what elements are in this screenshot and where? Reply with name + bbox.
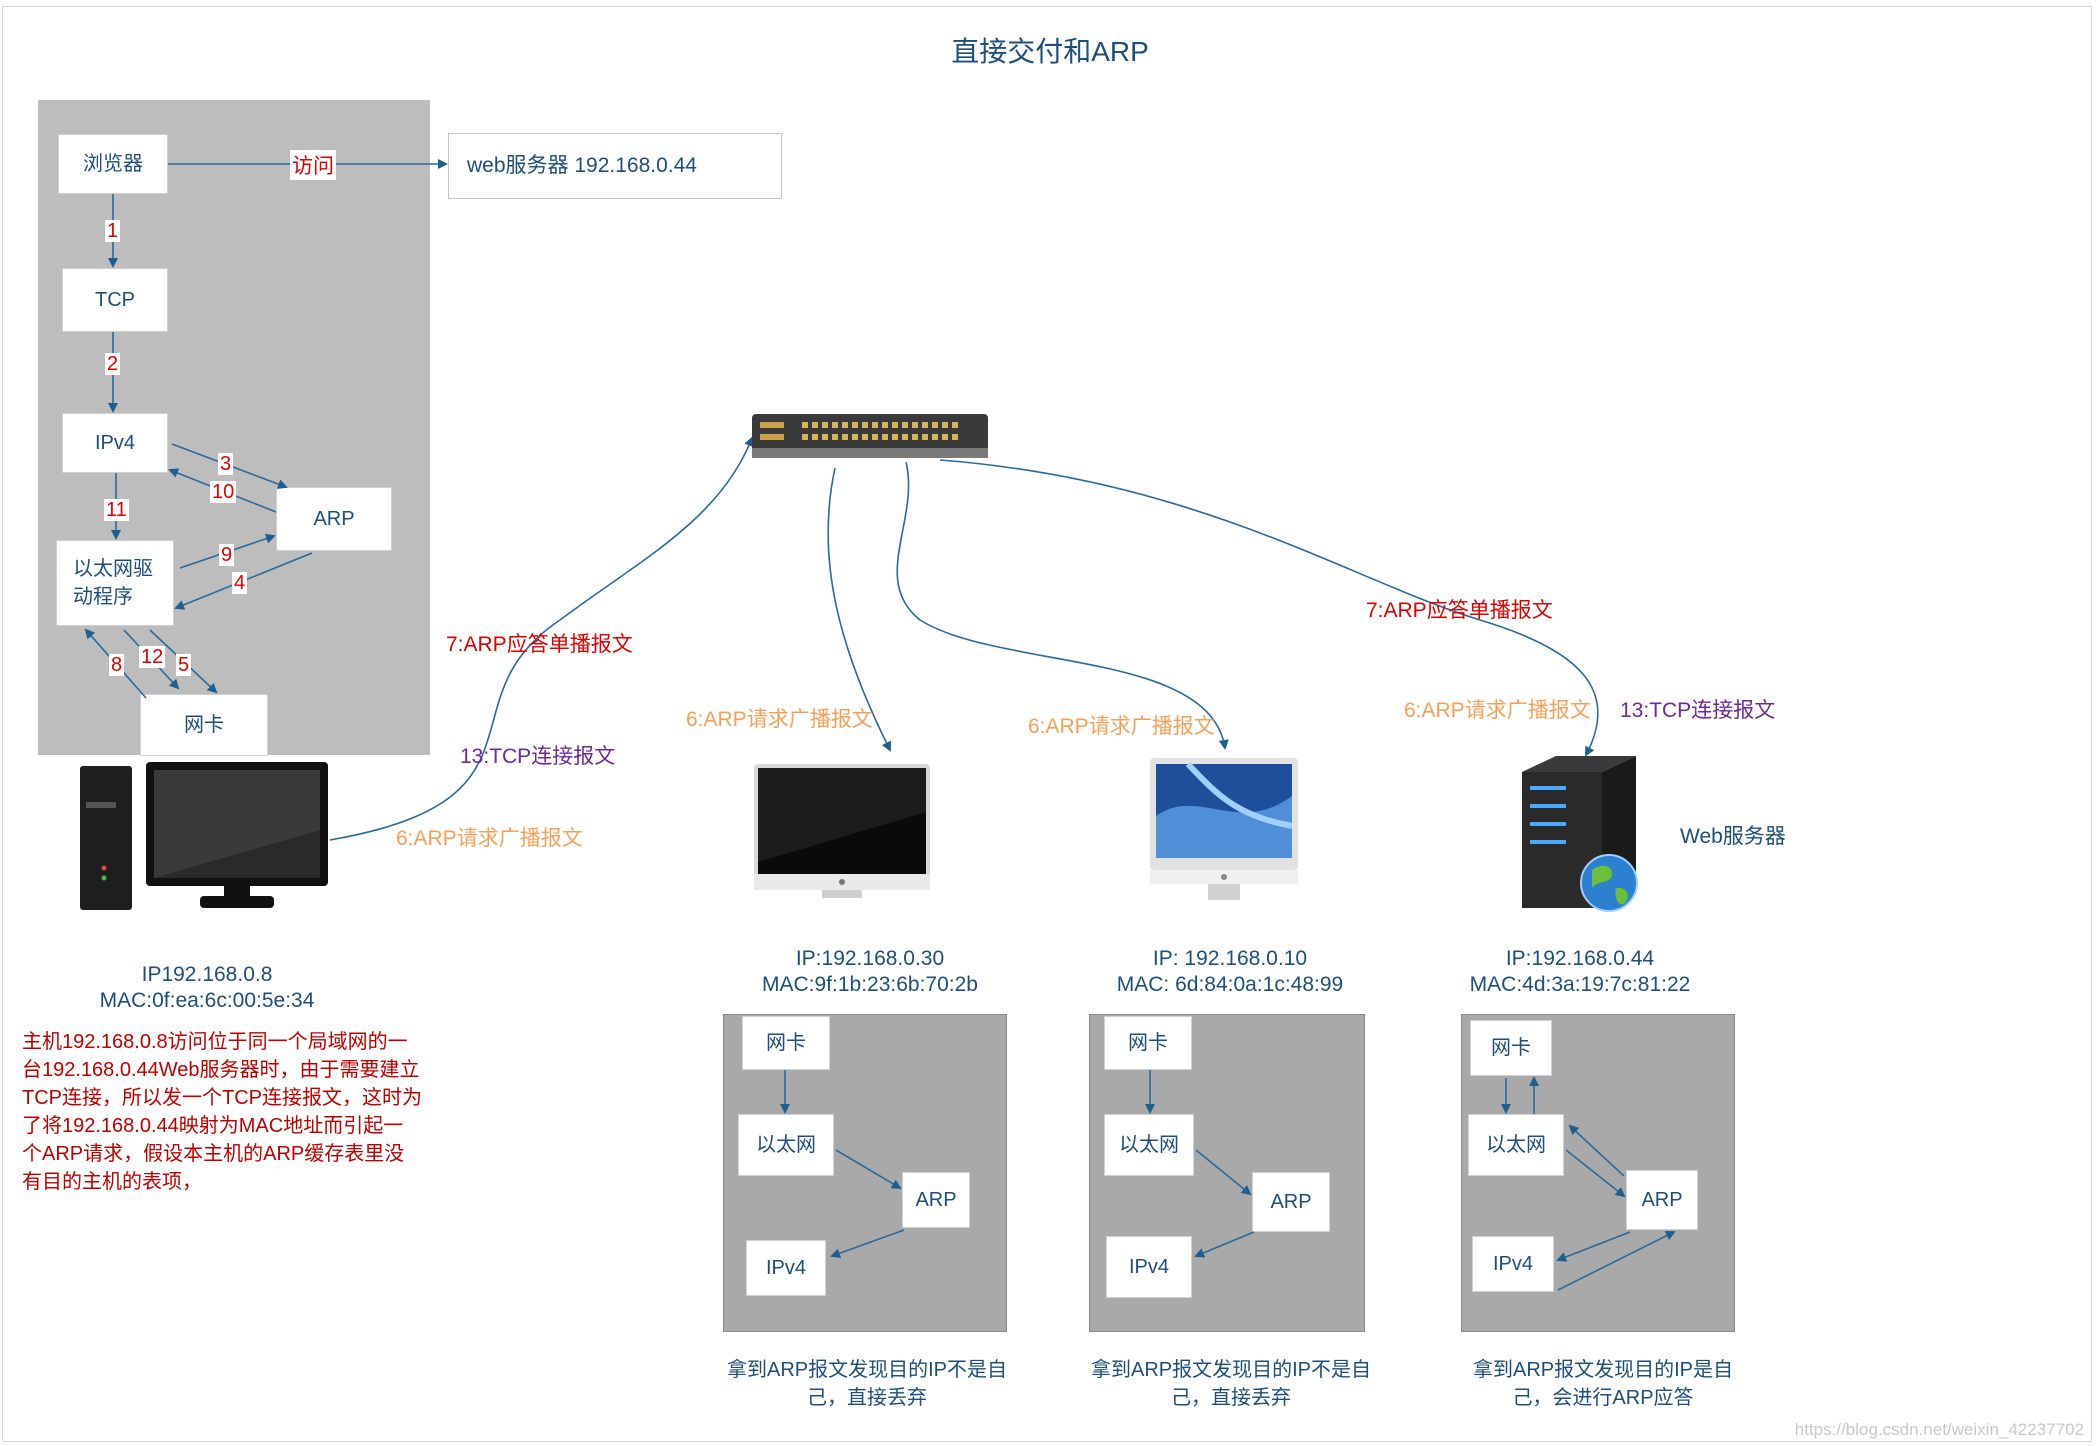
globe-icon — [1580, 854, 1638, 912]
step-10-label: 10 — [210, 481, 237, 503]
step-1-label: 1 — [105, 220, 121, 242]
step-12-label: 12 — [139, 646, 166, 668]
diagram-frame — [2, 6, 2092, 1442]
pc-to-switch-link — [329, 436, 754, 841]
switch-to-monitor-link — [896, 461, 1229, 750]
arp-reply-label-right: 7:ARP应答单播报文 — [1366, 599, 1553, 622]
host3-ip: IP: 192.168.0.10 — [1152, 947, 1308, 970]
arp-request-label-imac: 6:ARP请求广播报文 — [686, 708, 873, 731]
host2-eth-box: 以太网 — [738, 1114, 834, 1176]
ipv4-box: IPv4 — [62, 413, 168, 473]
switch-icon — [752, 414, 988, 458]
imac-blue-icon — [1150, 758, 1298, 900]
host2-ip: IP:192.168.0.30 — [795, 947, 945, 970]
step-8-label: 8 — [109, 654, 125, 676]
host3-arp-box: ARP — [1252, 1172, 1330, 1232]
host2-caption: 拿到ARP报文发现目的IP不是自己，直接丢弃 — [726, 1359, 1008, 1409]
host2-mac: MAC:9f:1b:23:6b:70:2b — [762, 973, 978, 996]
tcp-label-left: 13:TCP连接报文 — [460, 745, 616, 768]
host1-description: 主机192.168.0.8访问位于同一个局域网的一台192.168.0.44We… — [22, 1031, 422, 1193]
ethernet-driver-box: 以太网驱 动程序 — [56, 540, 174, 626]
host3-eth-box: 以太网 — [1104, 1114, 1194, 1176]
step-4-label: 4 — [232, 572, 248, 594]
host3-mac: MAC: 6d:84:0a:1c:48:99 — [1116, 973, 1344, 996]
host1-info: IP192.168.0.8 MAC:0f:ea:6c:00:5e:34 — [82, 962, 332, 1014]
step-11-label: 11 — [104, 499, 129, 521]
imac-icon — [754, 764, 930, 898]
host3-ipv4-box: IPv4 — [1106, 1236, 1192, 1298]
host2-info: IP:192.168.0.30 MAC:9f:1b:23:6b:70:2b — [730, 946, 1010, 998]
server-nic-box: 网卡 — [1470, 1020, 1552, 1076]
arp-request-label-monitor: 6:ARP请求广播报文 — [1028, 715, 1215, 738]
host2-arp-to-ipv4-arrow — [830, 1229, 905, 1258]
host2-ipv4-box: IPv4 — [746, 1240, 826, 1296]
host3-caption: 拿到ARP报文发现目的IP不是自己，直接丢弃 — [1090, 1359, 1372, 1409]
server-mac: MAC:4d:3a:19:7c:81:22 — [1469, 973, 1691, 996]
tcp-box: TCP — [62, 268, 168, 332]
server-arp-to-eth-arrow — [1568, 1124, 1625, 1177]
host3-eth-to-arp-arrow — [1195, 1149, 1252, 1196]
server-ipv4-box: IPv4 — [1472, 1236, 1554, 1292]
visit-label: 访问 — [290, 150, 336, 180]
host1-mac: MAC:0f:ea:6c:00:5e:34 — [99, 989, 315, 1012]
arp-request-label-server: 6:ARP请求广播报文 — [1404, 699, 1591, 722]
host2-eth-to-arp-arrow — [835, 1149, 902, 1190]
step-9-label: 9 — [219, 544, 235, 566]
tcp-label-right: 13:TCP连接报文 — [1620, 699, 1776, 722]
arp-reply-label-left: 7:ARP应答单播报文 — [446, 633, 633, 656]
arp-box: ARP — [276, 487, 392, 551]
step-2-label: 2 — [105, 353, 121, 375]
switch-to-imac-link — [827, 467, 891, 752]
monitor-icon — [146, 762, 328, 908]
server-info: IP:192.168.0.44 MAC:4d:3a:19:7c:81:22 — [1440, 946, 1720, 998]
host3-arp-to-ipv4-arrow — [1194, 1231, 1255, 1258]
browser-box: 浏览器 — [58, 134, 168, 194]
host3-info: IP: 192.168.0.10 MAC: 6d:84:0a:1c:48:99 — [1090, 946, 1370, 998]
watermark: https://blog.csdn.net/weixin_42237702 — [1794, 1420, 2084, 1439]
switch-to-server-link — [939, 459, 1599, 757]
host2-nic-box: 网卡 — [742, 1016, 830, 1070]
host3-nic-box: 网卡 — [1104, 1016, 1192, 1070]
server-ipv4-to-arp-arrow — [1557, 1231, 1676, 1291]
nic-box: 网卡 — [140, 694, 268, 756]
web-server-name: Web服务器 — [1680, 825, 1786, 848]
host2-arp-box: ARP — [902, 1172, 970, 1228]
server-arp-box: ARP — [1626, 1170, 1698, 1230]
server-arp-to-ipv4-arrow — [1556, 1231, 1631, 1262]
arp-request-label-left: 6:ARP请求广播报文 — [396, 827, 583, 850]
web-server-box: web服务器 192.168.0.44 — [448, 133, 782, 199]
host1-ip: IP192.168.0.8 — [141, 963, 273, 986]
pc-tower-icon — [80, 766, 132, 910]
step-3-label: 3 — [218, 453, 234, 475]
step-5-label: 5 — [176, 654, 192, 676]
server-eth-to-arp-arrow — [1565, 1149, 1626, 1198]
server-caption: 拿到ARP报文发现目的IP是自己，会进行ARP应答 — [1472, 1359, 1734, 1409]
server-ip: IP:192.168.0.44 — [1505, 947, 1655, 970]
diagram-title: 直接交付和ARP — [951, 36, 1149, 67]
server-eth-box: 以太网 — [1468, 1114, 1564, 1176]
